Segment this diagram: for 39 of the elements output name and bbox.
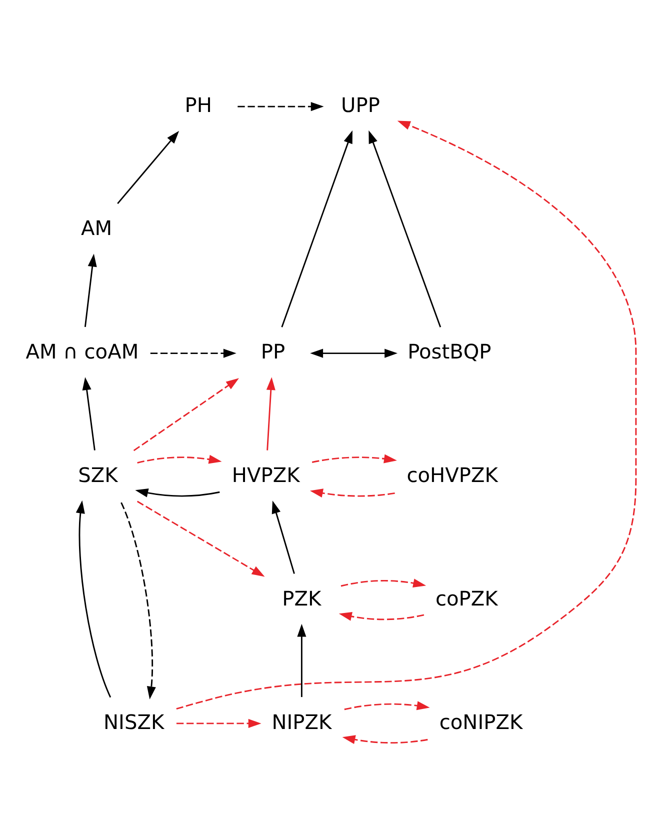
node-text: UPP [341,92,380,117]
arrow [136,500,265,577]
node-text: PZK [282,586,322,610]
arrow [120,502,156,700]
arrow [176,718,262,728]
arrow [312,454,397,464]
arrow [84,254,97,327]
node-text: coNIPZK [439,710,523,734]
arrow [266,377,276,450]
arrow [238,102,324,112]
node-text: AM [81,216,112,240]
arrow [117,130,180,204]
arrow [135,488,220,498]
node-text: PH [184,92,212,117]
arrow [176,120,637,710]
arrow [150,348,236,358]
node-text: NISZK [104,710,164,734]
arrow [133,378,239,452]
node-text: SZK [78,462,118,487]
arrow [281,130,352,328]
arrow [342,735,428,744]
node-text: NIPZK [272,710,332,734]
arrow [76,500,112,698]
arrow [368,130,442,328]
arrow [272,500,295,574]
arrow [137,454,222,464]
arrow [344,701,430,710]
arrow [338,612,424,621]
arrow [340,578,426,588]
node-text: AM ∩ coAM [26,340,139,364]
arrow [310,488,395,498]
node-text: PostBQP [408,340,492,364]
node-text: HVPZK [232,462,300,487]
arrow [82,377,96,450]
node-text: coHVPZK [406,462,498,487]
arrow [310,348,398,358]
arrow [297,624,306,698]
node-text: PP [260,340,286,364]
node-text: coPZK [435,586,498,610]
